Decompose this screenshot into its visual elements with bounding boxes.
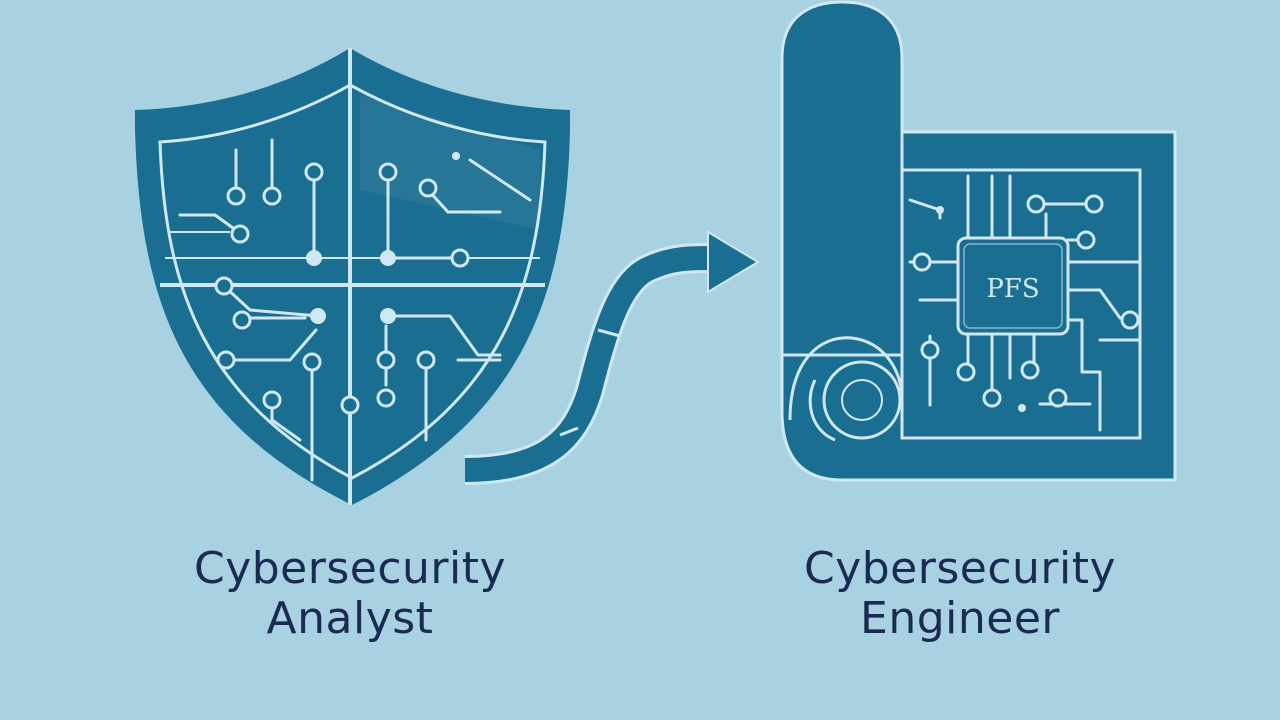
shield-circuit-icon <box>135 48 570 505</box>
engineer-caption-line2: Engineer <box>860 593 1060 644</box>
engineer-caption: Cybersecurity Engineer <box>760 544 1160 644</box>
blueprint-scroll-circuit-icon: PFS <box>780 0 1177 482</box>
chip-label: PFS <box>986 274 1039 304</box>
analyst-caption: Cybersecurity Analyst <box>150 544 550 644</box>
curved-arrow-icon <box>464 230 760 485</box>
analyst-caption-line1: Cybersecurity <box>193 543 507 594</box>
engineer-caption-line1: Cybersecurity <box>803 543 1117 594</box>
analyst-caption-line2: Analyst <box>266 593 434 644</box>
